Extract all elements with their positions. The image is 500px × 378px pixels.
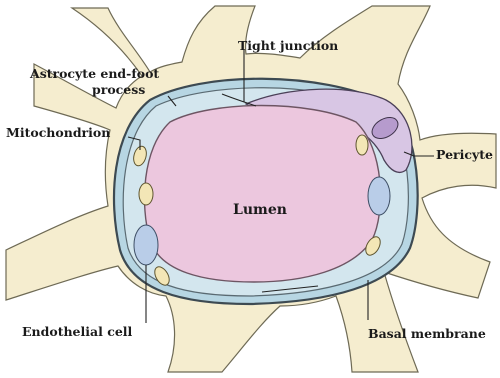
endothelial-nucleus [368,177,390,215]
endothelial-nucleus [134,225,158,265]
label-astrocyte-end-foot: Astrocyte end-foot [29,66,159,81]
label-basal-membrane: Basal membrane [368,326,486,341]
label-mitochondrion: Mitochondrion [6,125,110,140]
mitochondrion [139,183,153,205]
label-tight-junction: Tight junction [238,38,338,53]
label-astrocyte-process: process [92,82,145,97]
label-pericyte: Pericyte [436,147,493,162]
label-endothelial-cell: Endothelial cell [22,324,133,339]
mitochondrion [356,135,368,155]
lumen [145,106,381,283]
label-lumen: Lumen [233,202,287,218]
